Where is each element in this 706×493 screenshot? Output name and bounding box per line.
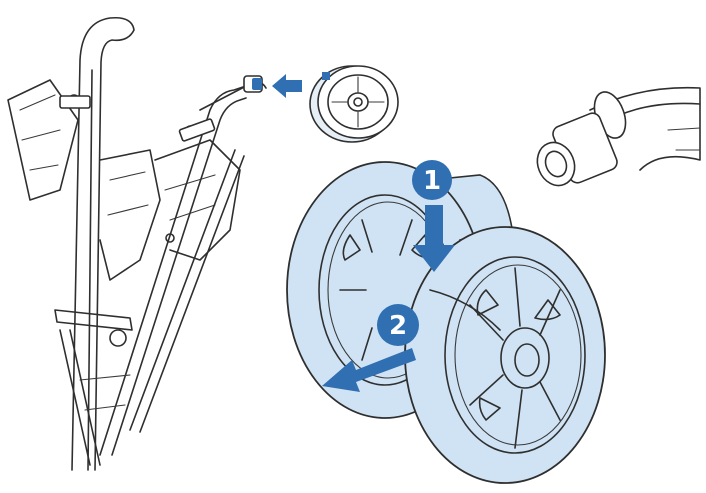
axle-end-detail [536,86,701,187]
axle-connector-highlight [252,78,262,90]
small-wheel [309,65,399,143]
step-2: 2 [322,304,419,392]
connector-arrow-icon [272,74,302,98]
step-2-label: 2 [389,311,407,341]
rear-wheel-assembly [286,161,606,484]
step-1-label: 1 [423,166,441,196]
folded-stroller [7,16,267,471]
step-arrow-icon [322,348,416,392]
rear-wheel-front [404,226,606,484]
step-1: 1 [412,160,455,272]
step-1-badge [412,160,452,200]
step-2-badge [377,304,419,346]
step-arrow-icon [413,205,455,272]
